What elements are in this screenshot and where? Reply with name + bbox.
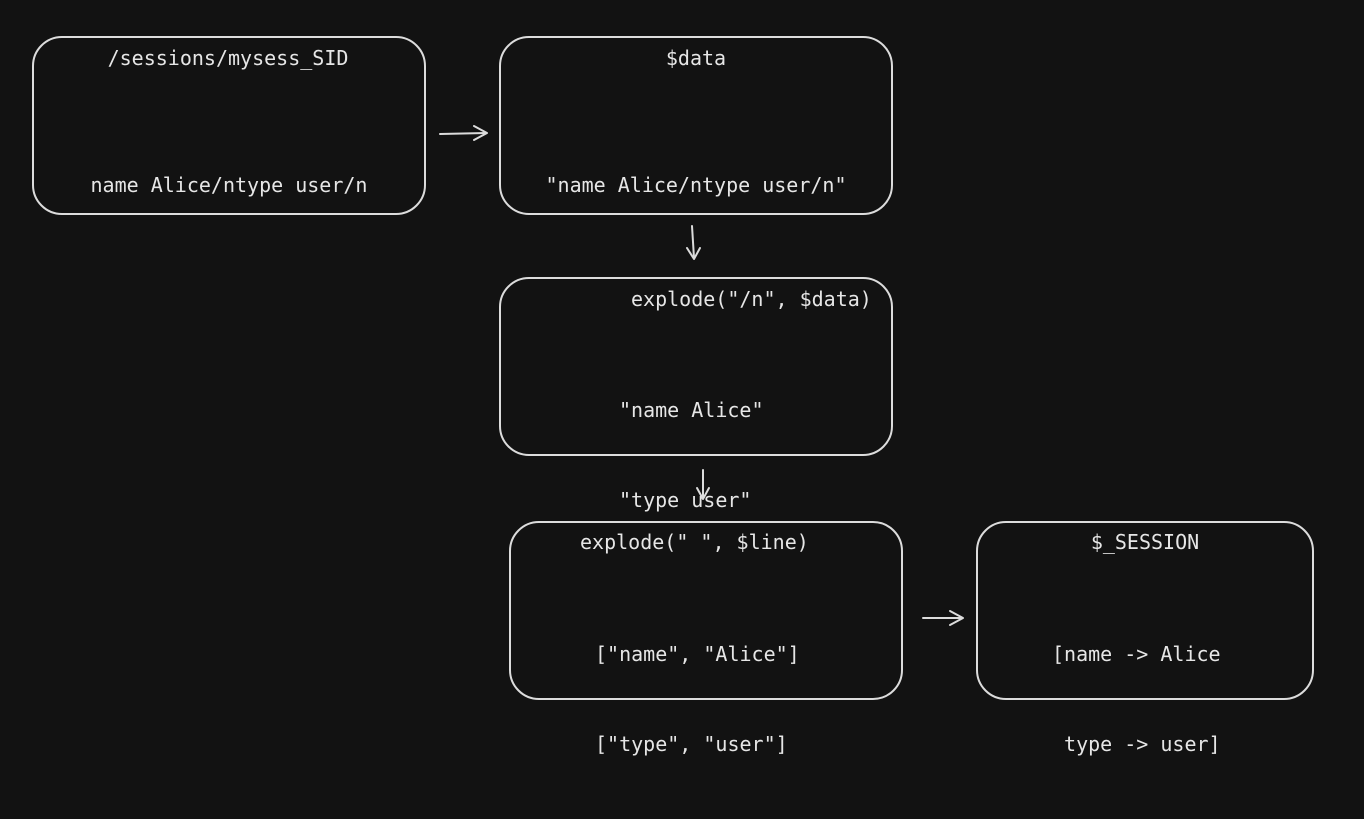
session-array-line: [name -> Alice [1052,642,1221,666]
arrow-file-to-data [439,125,488,141]
session-file-content: name Alice/ntype user/n [34,110,424,260]
data-variable-line: "name Alice/ntype user/n" [545,173,847,197]
data-variable-title: $data [665,46,727,70]
arrow-explode-newline-to-explode-space [696,469,710,500]
explode-newline-content: "name Alice" "type user" [619,335,891,575]
explode-newline-node: explode("/n", $data) "name Alice" "type … [499,277,893,512]
explode-newline-title: explode("/n", $data) [631,287,872,311]
explode-newline-line: "type user" [619,488,752,512]
arrow-data-to-explode-newline [686,225,701,260]
arrow-explode-space-to-session [922,610,964,626]
session-file-node: /sessions/mysess_SID name Alice/ntype us… [32,36,426,215]
session-file-line: name Alice/ntype user/n [90,173,368,197]
session-file-title: /sessions/mysess_SID [107,46,349,70]
explode-newline-line: "name Alice" [619,398,764,422]
explode-space-line: ["name", "Alice"] [595,642,800,666]
data-variable-node: $data "name Alice/ntype user/n" [499,36,893,215]
explode-space-title: explode(" ", $line) [580,530,809,554]
data-variable-content: "name Alice/ntype user/n" [501,110,891,260]
connector-arrows [439,125,964,626]
session-array-title: $_SESSION [1090,530,1200,554]
